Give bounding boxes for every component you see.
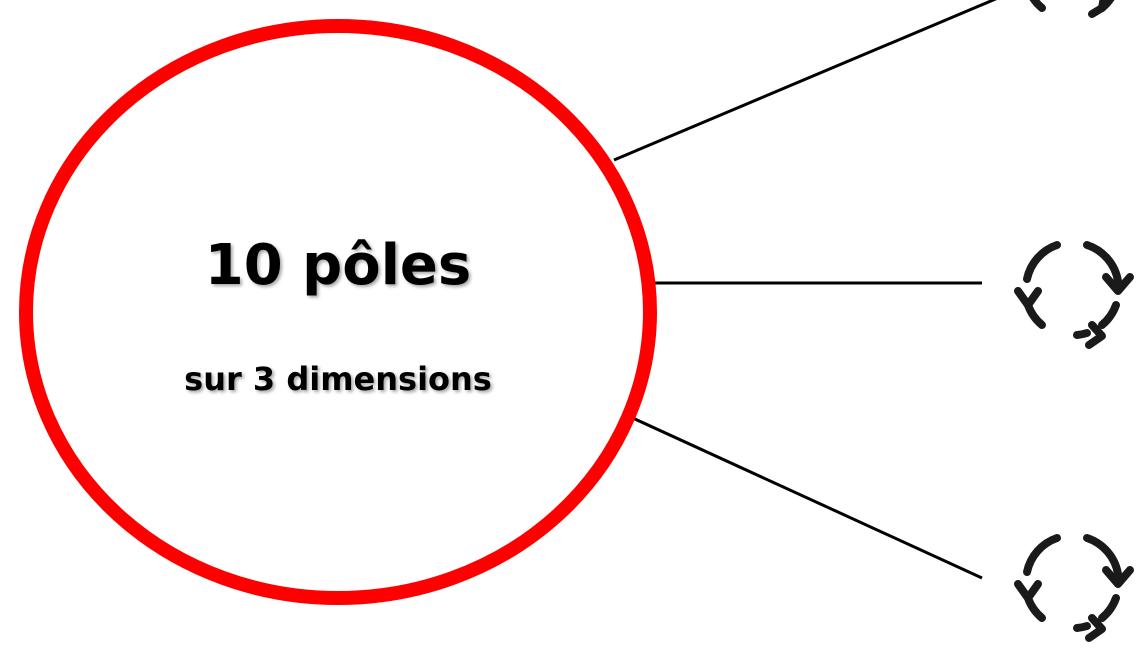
cycle-arrows-icon-top	[1029, 0, 1115, 18]
connector-top	[613, 0, 998, 162]
cycle-arrows-icon-middle	[1014, 241, 1134, 349]
hub-circle	[19, 19, 657, 605]
hub-subtitle: sur 3 dimensions	[184, 360, 492, 398]
connector-bottom	[623, 412, 983, 580]
hub-title: 10 pôles	[204, 233, 472, 298]
cycle-arrows-icon-bottom	[1014, 534, 1134, 642]
